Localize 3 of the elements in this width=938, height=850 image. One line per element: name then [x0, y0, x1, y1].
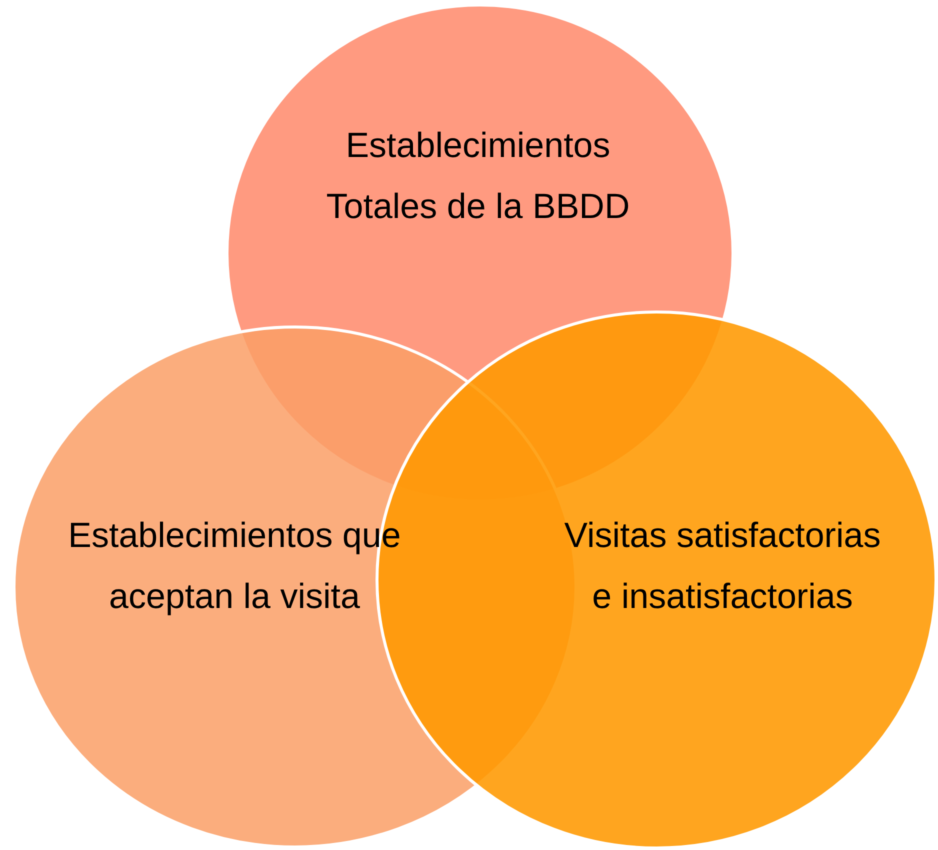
circle-label: Establecimientos Totales de la BBDD: [325, 125, 631, 228]
circle-label: Visitas satisfactorias e insatisfactorias: [563, 515, 882, 618]
circle-label: Establecimientos que aceptan la visita: [67, 515, 402, 618]
